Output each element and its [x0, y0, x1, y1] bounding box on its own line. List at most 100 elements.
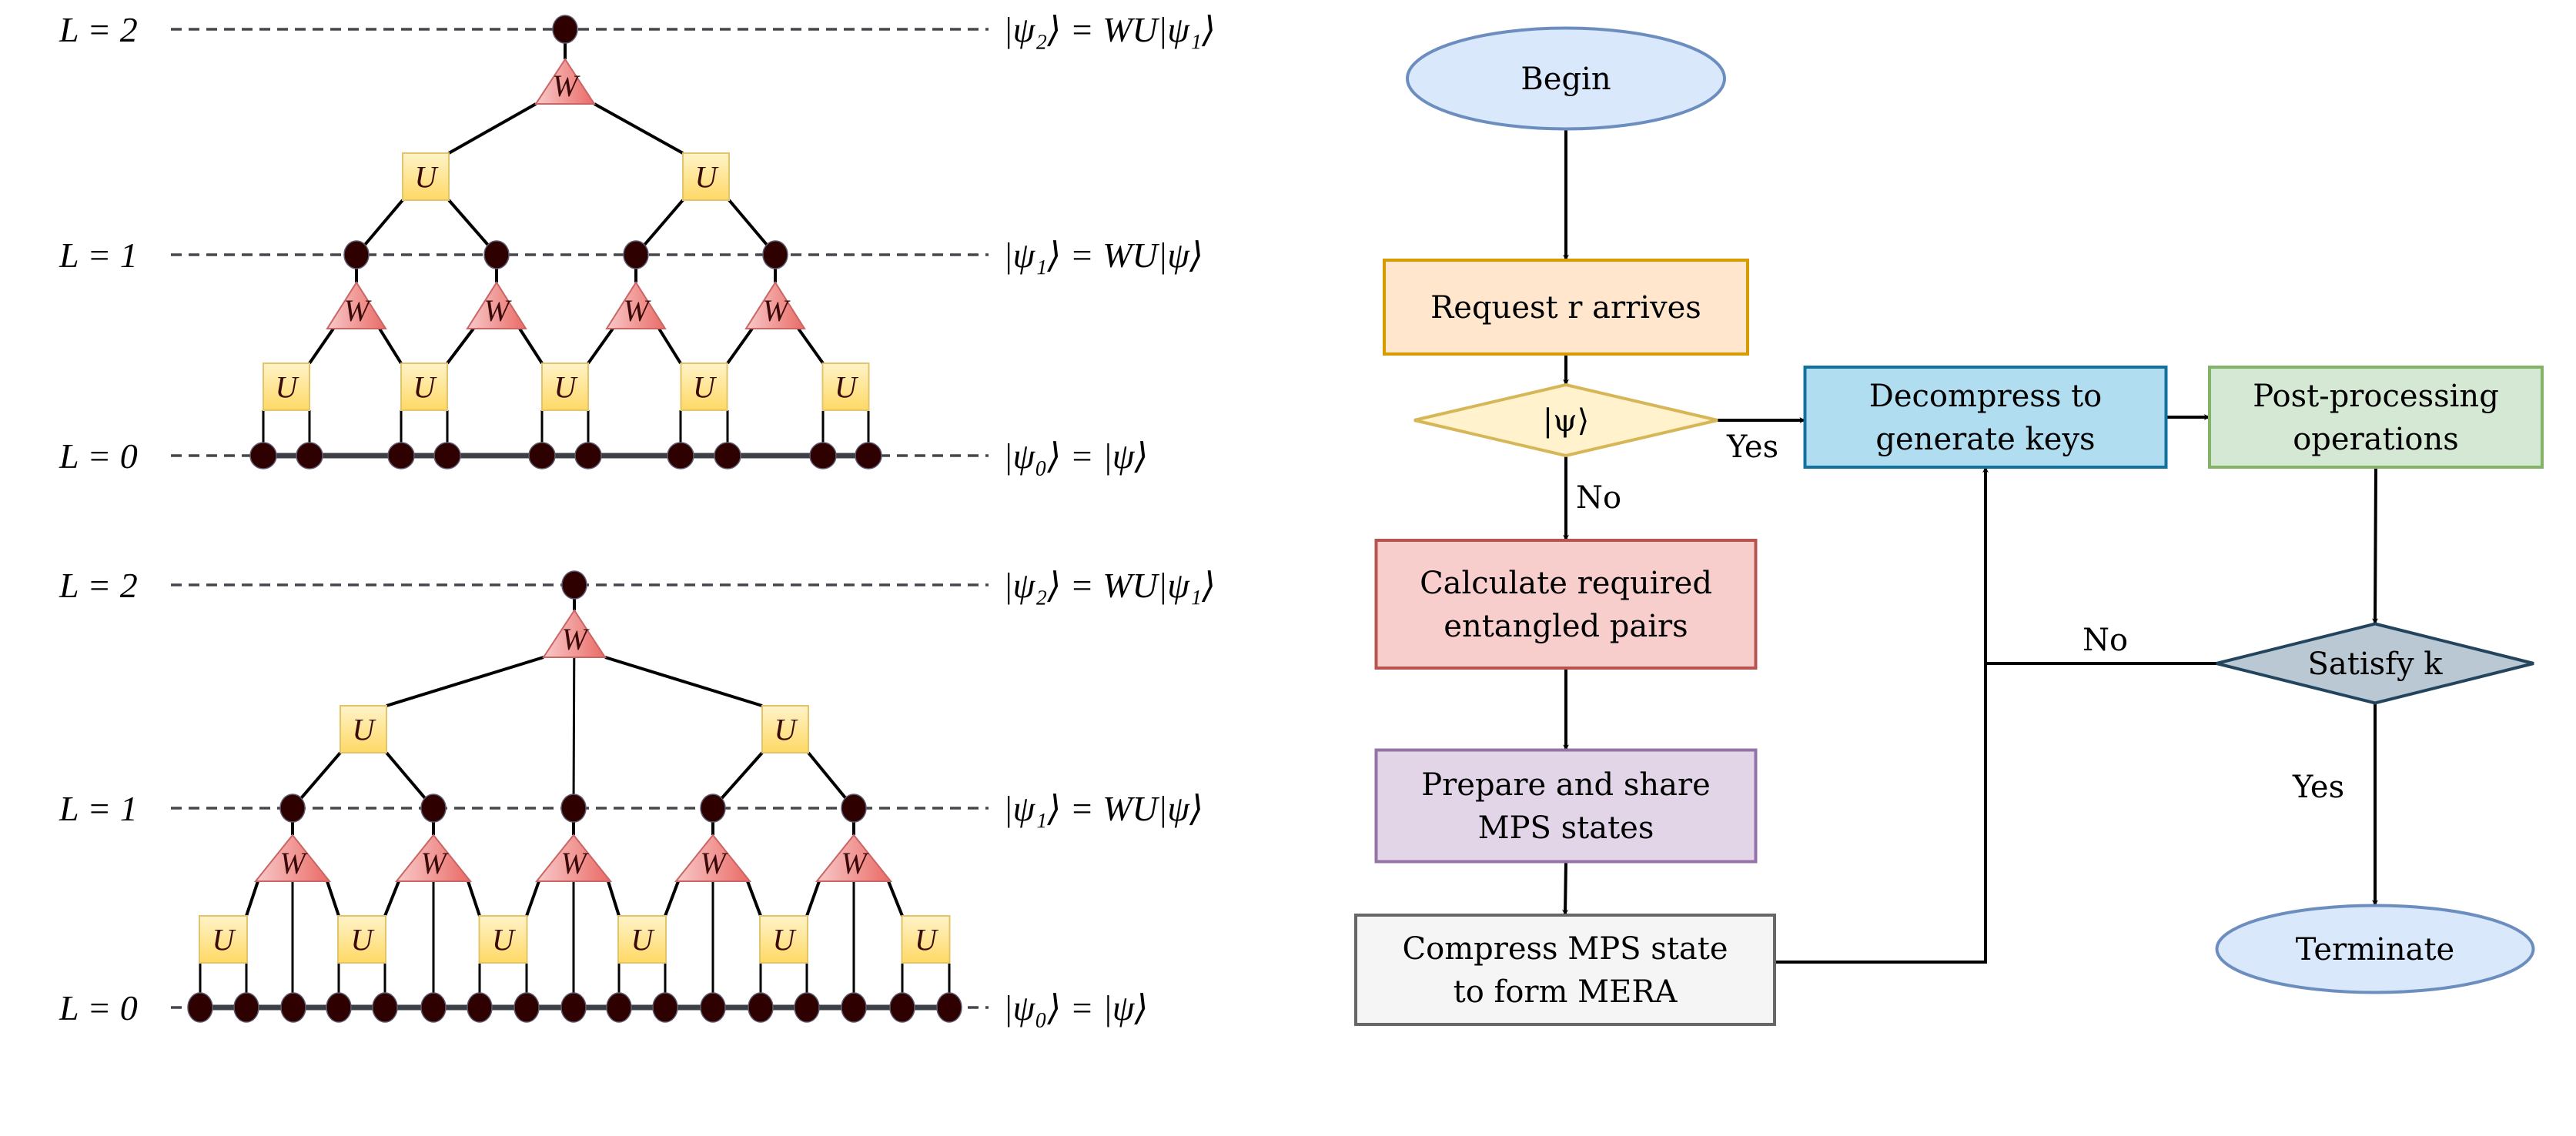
unitary-gate: U: [400, 363, 448, 411]
isometry-label: W: [420, 846, 449, 880]
flow-node-label: entangled pairs: [1444, 609, 1688, 644]
site-node: [794, 992, 820, 1023]
level-label-0: L = 0: [59, 988, 138, 1027]
site-node: [700, 992, 726, 1023]
state-label-2: |ψ₂⟩ = WU|ψ₁⟩: [1003, 10, 1216, 49]
site-node: [841, 992, 867, 1023]
flow-node-label: Post-processing: [2253, 379, 2499, 414]
unitary-gate: U: [682, 152, 730, 201]
level-labels: L = 2 L = 1 L = 0 |ψ₂⟩ = WU|ψ₁⟩ |ψ₁⟩ = W…: [59, 566, 1216, 1027]
site-node: [249, 442, 277, 469]
flow-node-shape: [1406, 26, 1726, 131]
unitary-box: [478, 915, 528, 964]
unitary-gate: U: [340, 705, 387, 753]
level-label-0: L = 0: [59, 436, 138, 476]
unitary-box: [541, 363, 589, 411]
isometry-triangle: [815, 834, 893, 882]
wire: [657, 327, 682, 365]
unitary-box: [761, 705, 809, 753]
site-node: [514, 992, 540, 1023]
edge-label-satisfy-yes: Yes: [2292, 770, 2344, 805]
site-node: [667, 442, 694, 469]
isometry-label: W: [560, 846, 589, 880]
flow-node-label: Decompress to: [1869, 379, 2102, 414]
isometry-gate: W: [605, 281, 667, 329]
wire: [386, 656, 544, 707]
site-node: [762, 240, 788, 269]
wire: [726, 327, 754, 365]
unitary-box: [340, 705, 387, 753]
wire: [446, 327, 475, 365]
level-label-2: L = 2: [59, 10, 138, 49]
isometry-triangle: [674, 834, 752, 882]
wire: [467, 880, 481, 917]
site-node: [326, 992, 352, 1023]
edge-compress-decompress: [1775, 466, 1989, 964]
site-nodes: [187, 570, 962, 1023]
wire: [308, 327, 335, 365]
flow-node-terminate: Terminate: [2215, 904, 2535, 994]
site-node: [387, 442, 415, 469]
wire: [518, 327, 544, 365]
isometry-triangle: [744, 281, 806, 329]
unitary-gate: U: [680, 363, 728, 411]
unitary-box: [337, 915, 386, 964]
wire: [607, 880, 621, 917]
flow-node-shape: [2215, 904, 2535, 994]
flow-node-satisfy: Satisfy k: [2216, 622, 2534, 705]
site-node: [606, 992, 632, 1023]
site-node: [528, 442, 556, 469]
unitary-label: U: [492, 923, 517, 957]
flow-node-label: Terminate: [2296, 932, 2454, 967]
unitary-box: [199, 915, 248, 964]
flow-node-check-psi: |ψ⟩: [1413, 383, 1718, 458]
site-node: [279, 794, 306, 823]
wire: [664, 880, 680, 917]
site-node: [296, 442, 323, 469]
wire: [525, 880, 540, 917]
unitary-gate: U: [478, 915, 528, 964]
unitary-gate: U: [617, 915, 667, 964]
isometry-gate: W: [326, 281, 387, 329]
flow-node-shape: [2208, 366, 2544, 469]
flow-node-label: to form MERA: [1454, 974, 1678, 1010]
unitary-gate: U: [263, 363, 310, 411]
wire: [326, 880, 340, 917]
unitary-box: [400, 363, 448, 411]
level-label-2: L = 2: [59, 566, 138, 605]
flow-node-label: Begin: [1521, 62, 1611, 97]
state-label-0: |ψ₀⟩ = |ψ⟩: [1003, 436, 1148, 476]
unitary-gate: U: [761, 705, 809, 753]
site-node: [372, 992, 398, 1023]
unitary-box: [821, 363, 870, 411]
isometry-gate: W: [815, 834, 893, 882]
site-node: [433, 442, 461, 469]
flow-node-label: operations: [2293, 422, 2459, 457]
unitary-label: U: [774, 713, 799, 747]
unitary-gate: U: [337, 915, 386, 964]
wire: [887, 880, 904, 917]
site-node: [343, 240, 370, 269]
state-label-0: |ψ₀⟩ = |ψ⟩: [1003, 988, 1148, 1027]
site-nodes: [249, 15, 882, 469]
site-node: [561, 570, 587, 600]
site-node: [748, 992, 774, 1023]
unitary-label: U: [693, 370, 718, 405]
site-node: [420, 794, 447, 823]
isometry-gate: W: [253, 834, 332, 882]
wire: [378, 327, 403, 365]
isometry-gate: W: [542, 609, 607, 658]
isometry-gate: W: [534, 834, 613, 882]
wire: [245, 880, 259, 917]
level-labels: L = 2 L = 1 L = 0 |ψ₂⟩ = WU|ψ₁⟩ |ψ₁⟩ = W…: [59, 10, 1216, 476]
wire: [587, 327, 614, 365]
isometry-gate: W: [744, 281, 806, 329]
wire: [805, 880, 821, 917]
flow-node-shape: [1803, 366, 2168, 469]
flow-node-request: Request r arrives: [1383, 259, 1749, 356]
